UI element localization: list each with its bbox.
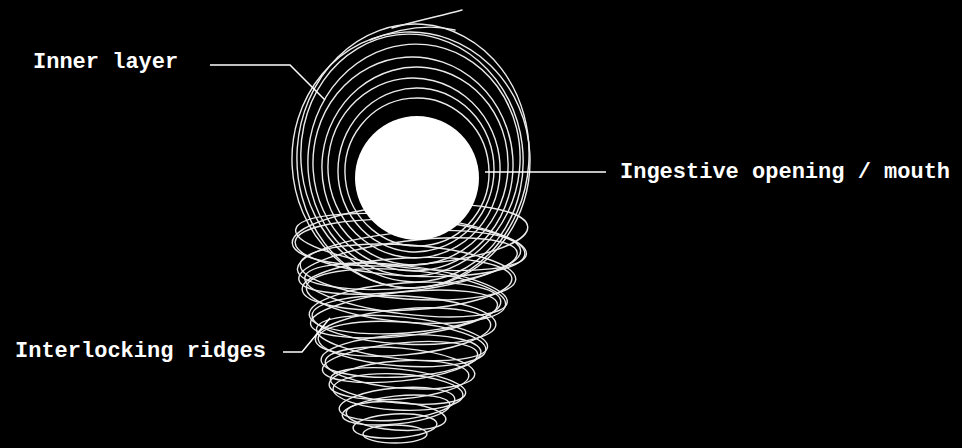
part-label: Interlocking ridges <box>15 341 266 363</box>
part-label: Inner layer <box>33 52 178 74</box>
mouth-opening <box>355 116 479 240</box>
part-label: Ingestive opening / mouth <box>620 162 950 184</box>
leader-lines <box>210 65 606 352</box>
